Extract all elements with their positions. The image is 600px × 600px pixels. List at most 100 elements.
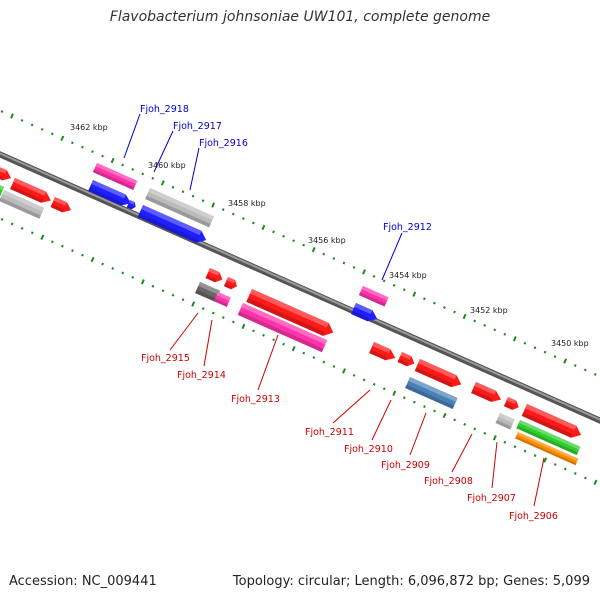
gene-fjoh-2913-red — [246, 289, 334, 336]
tick-mark — [473, 427, 477, 431]
tick-mark — [372, 274, 376, 278]
gene-red-mid — [414, 359, 462, 388]
tick-mark — [523, 341, 527, 345]
tick-mark — [121, 271, 125, 275]
tick-mark — [20, 226, 24, 230]
tick-mark — [252, 329, 255, 333]
gene-left-red-c — [50, 197, 72, 213]
tick-mark — [262, 333, 265, 337]
tick-mark — [473, 319, 476, 323]
gene-label: Fjoh_2906 — [509, 511, 558, 522]
tick-mark — [221, 316, 225, 319]
gene-fjoh-2916 — [145, 188, 215, 228]
tick-mark — [201, 307, 205, 310]
tick-mark — [322, 252, 326, 256]
leader-line — [533, 457, 545, 507]
tick-mark — [191, 301, 196, 307]
tick-mark — [40, 234, 45, 240]
tick-mark — [60, 135, 65, 141]
leader-line — [371, 399, 392, 441]
tick-mark — [392, 390, 397, 396]
gene-fjoh-2913 — [237, 303, 328, 353]
kbp-label: 3450 kbp — [551, 339, 589, 348]
genome-backbone-highlight — [0, 152, 600, 421]
inner-tick-row — [0, 218, 598, 486]
tick-mark — [433, 301, 436, 305]
tick-mark — [553, 463, 557, 466]
leader-line — [491, 441, 498, 489]
gene-red-small-a — [205, 268, 223, 283]
tick-mark — [171, 185, 175, 189]
tick-mark — [10, 113, 14, 119]
tick-mark — [140, 279, 145, 285]
gene-label: Fjoh_2907 — [467, 493, 516, 504]
tick-mark — [302, 243, 306, 247]
tick-mark — [433, 409, 436, 413]
tick-mark — [422, 297, 426, 301]
tick-mark — [151, 284, 155, 288]
gene-fjoh-2910 — [397, 352, 415, 367]
gene-label: Fjoh_2918 — [140, 104, 189, 115]
tick-mark — [61, 244, 64, 248]
tick-mark — [0, 218, 4, 221]
gene-label: Fjoh_2914 — [177, 370, 226, 381]
gene-fjoh-2906 — [515, 432, 579, 466]
tick-mark — [0, 110, 4, 113]
tick-mark — [30, 231, 34, 235]
gene-left-red-a — [0, 165, 12, 181]
leader-line — [257, 334, 279, 391]
tick-mark — [141, 172, 145, 176]
tick-mark — [503, 332, 507, 336]
gene-fjoh-2909 — [405, 377, 458, 410]
tick-mark — [70, 141, 74, 145]
tick-mark — [50, 240, 54, 244]
tick-mark — [412, 291, 417, 297]
gene-fjoh-2907 — [495, 413, 515, 430]
tick-mark — [171, 293, 175, 297]
tick-mark — [71, 249, 74, 253]
tick-mark — [332, 365, 336, 368]
tick-mark — [241, 217, 245, 220]
tick-mark — [453, 310, 456, 314]
leader-line — [189, 147, 200, 191]
gene-label: Fjoh_2913 — [231, 394, 280, 405]
kbp-label: 3454 kbp — [389, 271, 427, 280]
tick-mark — [342, 261, 346, 265]
tick-mark — [30, 123, 34, 127]
tick-mark — [462, 313, 467, 320]
tick-mark — [50, 132, 54, 136]
tick-mark — [20, 119, 24, 122]
kbp-label: 3462 kbp — [70, 123, 108, 132]
tick-mark — [523, 449, 527, 453]
gene-fjoh-2908 — [471, 382, 501, 402]
map-title: Flavobacterium johnsoniae UW101, complet… — [109, 9, 491, 25]
gene-red-small-c — [503, 397, 519, 410]
tick-mark — [181, 298, 185, 302]
tick-mark — [533, 346, 537, 350]
tick-mark — [311, 246, 316, 253]
tick-mark — [382, 279, 386, 283]
tick-mark — [282, 234, 285, 238]
tick-mark — [101, 154, 104, 158]
gene-fjoh-2915 — [195, 282, 221, 302]
gene-label: Fjoh_2909 — [381, 460, 430, 471]
tick-mark — [232, 320, 235, 324]
tick-mark — [352, 373, 356, 377]
gene-fjoh-2911 — [369, 342, 396, 361]
gene-red-small-b — [223, 277, 237, 290]
tick-mark — [382, 387, 386, 391]
tick-mark — [10, 222, 14, 226]
tick-mark — [584, 476, 587, 480]
gene-label: Fjoh_2910 — [344, 444, 393, 455]
tick-mark — [90, 256, 95, 263]
tick-mark — [543, 350, 547, 354]
gene-label: Fjoh_2912 — [383, 222, 432, 233]
tick-mark — [272, 338, 275, 342]
leader-line — [123, 113, 141, 159]
tick-mark — [352, 266, 356, 269]
leader-line — [409, 412, 427, 456]
leader-line — [332, 389, 371, 424]
tick-mark — [332, 257, 336, 260]
tick-mark — [261, 224, 266, 231]
gene-label: Fjoh_2911 — [305, 427, 354, 438]
